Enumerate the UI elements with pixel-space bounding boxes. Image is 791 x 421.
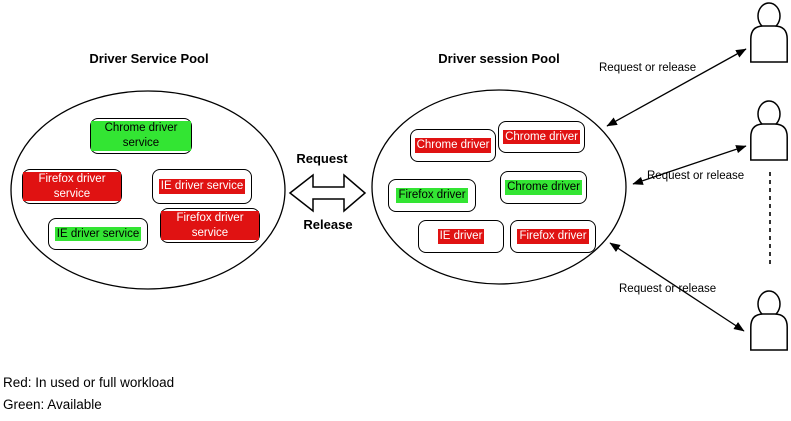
request-or-release-label: Request or release — [647, 170, 745, 182]
service-box-label: Chrome driver service — [91, 121, 191, 151]
driver-box: Chrome driver — [410, 129, 496, 162]
service-box: Firefox driver service — [22, 169, 122, 204]
request-or-release-label: Request or release — [619, 283, 717, 295]
service-box-label: Firefox driver service — [23, 171, 121, 202]
user-icon — [750, 2, 788, 63]
user1-request-arrow — [606, 48, 747, 127]
user-icon — [750, 100, 788, 161]
user3-request-arrow — [609, 242, 745, 332]
legend-green: Green: Available — [3, 397, 102, 412]
driver-box-label: Firefox driver — [396, 188, 468, 203]
driver-box-label: Chrome driver — [414, 138, 492, 153]
service-box: IE driver service — [48, 218, 148, 250]
service-box-label: IE driver service — [54, 226, 142, 242]
service-box-label: IE driver service — [158, 179, 246, 194]
right-pool-title: Driver session Pool — [438, 51, 560, 66]
driver-box-label: Chrome driver — [503, 129, 580, 145]
user-icon — [750, 290, 788, 351]
legend-red: Red: In used or full workload — [3, 375, 175, 390]
driver-box: Firefox driver — [388, 179, 476, 212]
driver-box: Chrome driver — [498, 121, 585, 153]
driver-box-label: Firefox driver — [517, 229, 589, 244]
driver-box: IE driver — [418, 220, 504, 253]
driver-box: Firefox driver — [510, 220, 596, 253]
service-box: Firefox driver service — [160, 208, 260, 243]
service-box: IE driver service — [152, 169, 252, 204]
request-label: Request — [296, 151, 348, 166]
driver-box-label: Chrome driver — [505, 180, 582, 195]
service-box: Chrome driver service — [90, 118, 192, 154]
request-release-double-arrow-icon — [288, 173, 367, 213]
driver-box-label: IE driver — [437, 229, 485, 244]
request-or-release-label: Request or release — [599, 62, 697, 74]
left-pool-title: Driver Service Pool — [89, 51, 209, 66]
driver-box: Chrome driver — [500, 171, 587, 204]
service-box-label: Firefox driver service — [161, 210, 259, 241]
release-label: Release — [303, 217, 353, 232]
user2-request-arrow — [632, 145, 747, 185]
